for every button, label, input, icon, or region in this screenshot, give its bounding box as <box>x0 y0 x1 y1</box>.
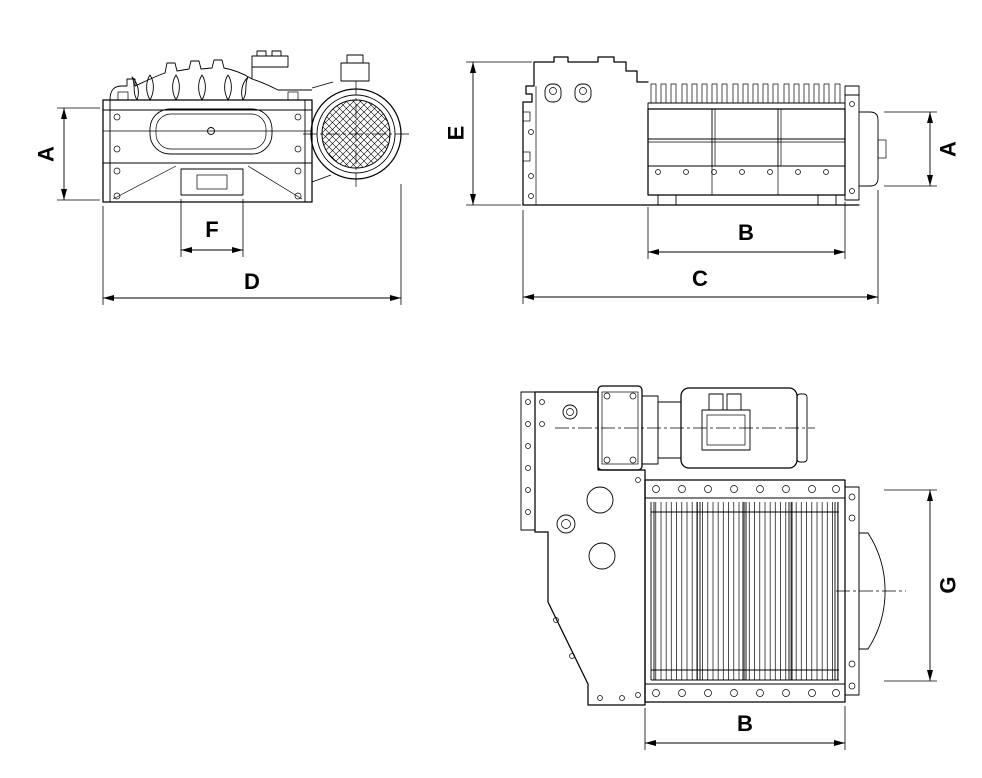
dim-side-overall-height: E <box>444 61 532 206</box>
dim-label-side-E: E <box>444 126 469 141</box>
front-body <box>102 99 313 203</box>
dim-label-side-B: B <box>738 220 754 245</box>
side-end-housing <box>844 85 887 201</box>
dim-front-overall-width: D <box>102 184 402 305</box>
dim-label-front-F: F <box>205 217 218 242</box>
dim-label-front-A: A <box>34 146 59 162</box>
front-cover-plate <box>149 108 273 155</box>
front-blower <box>303 54 409 187</box>
dim-front-height: A <box>34 107 100 201</box>
dim-label-side-A: A <box>936 141 961 157</box>
front-view: A F D <box>34 50 409 305</box>
motor-terminal-box <box>701 409 751 451</box>
dim-side-overall-length: C <box>522 190 879 304</box>
side-gearbox-housing <box>522 56 649 206</box>
top-end-bracket <box>836 486 906 696</box>
side-cooling-fins <box>647 83 846 110</box>
dim-label-front-D: D <box>244 269 260 294</box>
side-body-panels <box>647 108 846 196</box>
dim-label-top-B: B <box>737 711 753 736</box>
top-motor <box>555 385 815 471</box>
top-pump-body <box>520 391 646 706</box>
dim-side-end-height: A <box>884 111 961 187</box>
dim-side-body-width: B <box>647 202 846 259</box>
dim-top-cooler-height: G <box>884 489 961 682</box>
front-port <box>180 168 244 196</box>
dim-front-port-width: F <box>180 199 244 257</box>
dim-label-side-C: C <box>692 266 708 291</box>
top-cooler <box>644 479 846 703</box>
front-casting-profile <box>109 55 312 101</box>
dim-label-top-G: G <box>936 576 961 593</box>
cooler-grille <box>651 502 839 680</box>
top-view: G B <box>520 385 961 750</box>
dim-top-body-width: B <box>644 706 846 750</box>
side-view: E A B C <box>444 56 961 304</box>
